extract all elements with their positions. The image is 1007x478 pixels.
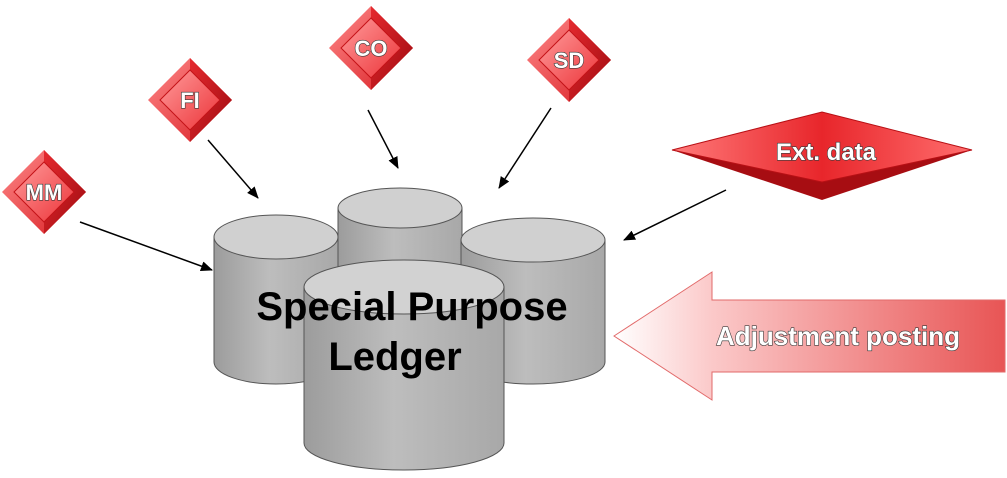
arrow-ext-to-ledger [623,189,727,241]
ledger-title-line1: Special Purpose [256,285,567,329]
module-fi-label: FI [180,88,200,113]
module-mm-diamond: MM [2,150,86,234]
arrow-co-to-ledger [367,109,399,169]
adjustment-posting-label: Adjustment posting [716,321,960,351]
module-co-diamond: CO [329,6,413,90]
module-sd-diamond: SD [527,18,611,102]
module-sd-label: SD [554,48,585,73]
ext-data-shape: Ext. data [671,111,973,200]
arrow-sd-to-ledger [498,107,552,189]
arrow-mm-to-ledger [79,221,213,271]
module-co-label: CO [355,36,388,61]
ledger-title-line2: Ledger [328,335,461,379]
module-mm-label: MM [26,180,63,205]
arrow-fi-to-ledger [207,139,259,199]
adjustment-posting-arrow: Adjustment posting [613,271,1006,401]
ext-data-label: Ext. data [776,139,877,166]
module-fi-diamond: FI [148,58,232,142]
cylinder-front [303,259,505,471]
